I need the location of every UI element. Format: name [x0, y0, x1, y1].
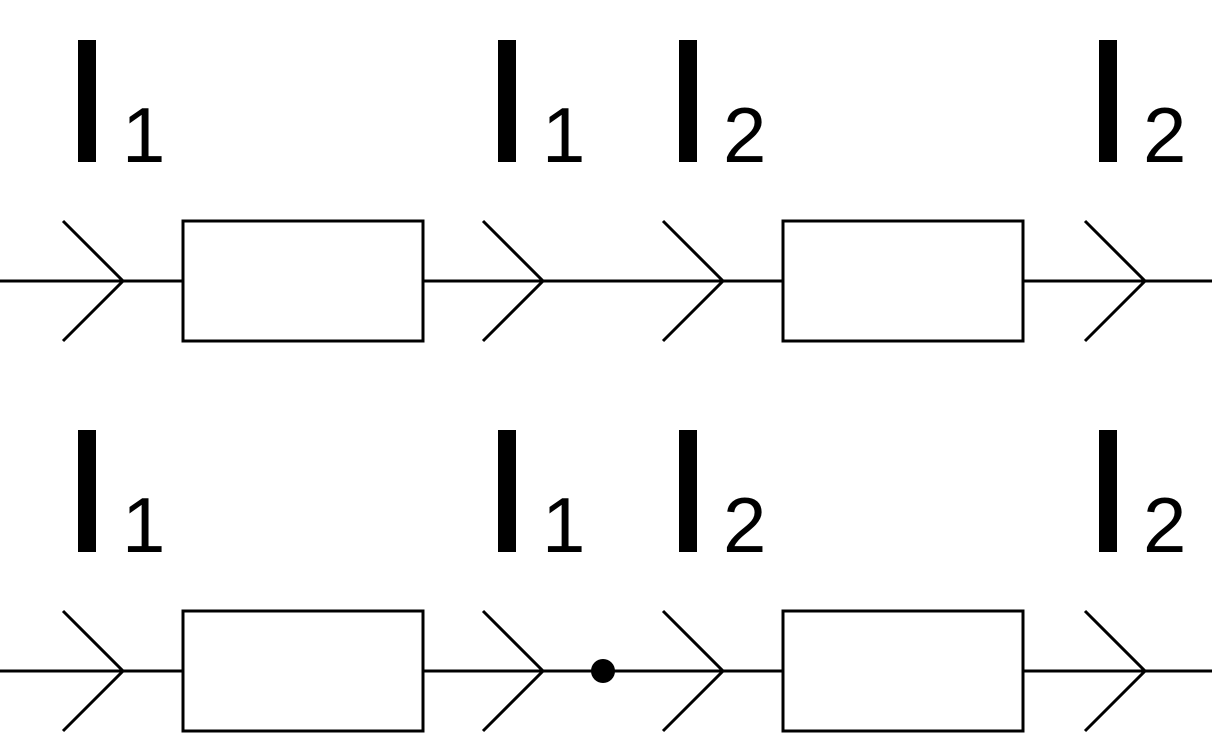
terminal-bar [1099, 430, 1117, 552]
terminal-label-row1-c: 2 [679, 40, 766, 179]
terminal-subscript: 2 [1143, 481, 1186, 569]
current-arrow-icon [61, 219, 126, 343]
two-port-element-1 [181, 219, 425, 343]
current-arrow-icon [481, 219, 546, 343]
terminal-subscript: 1 [542, 481, 585, 569]
junction-dot-icon [591, 659, 615, 683]
current-arrow-icon [661, 609, 726, 733]
terminal-bar [78, 40, 96, 162]
terminal-subscript: 1 [542, 91, 585, 179]
terminal-subscript: 1 [122, 91, 165, 179]
current-arrow-icon [481, 609, 546, 733]
terminal-label-row2-d: 2 [1099, 430, 1186, 569]
terminal-bar [498, 40, 516, 162]
current-arrow-icon [661, 219, 726, 343]
current-arrow-icon [1083, 609, 1148, 733]
terminal-label-row2-b: 1 [498, 430, 585, 569]
two-port-element-1 [181, 609, 425, 733]
current-arrow-icon [61, 609, 126, 733]
terminal-subscript: 2 [1143, 91, 1186, 179]
terminal-bar [498, 430, 516, 552]
diagram-row-1: 1 1 2 2 [0, 40, 1212, 343]
terminal-label-row2-a: 1 [78, 430, 165, 569]
two-port-element-2 [781, 219, 1025, 343]
terminal-subscript: 1 [122, 481, 165, 569]
terminal-bar [1099, 40, 1117, 162]
terminal-subscript: 2 [723, 91, 766, 179]
two-port-element-2 [781, 609, 1025, 733]
terminal-bar [679, 430, 697, 552]
terminal-label-row2-c: 2 [679, 430, 766, 569]
terminal-label-row1-a: 1 [78, 40, 165, 179]
diagram-row-2: 1 1 2 2 [0, 430, 1212, 733]
terminal-label-row1-b: 1 [498, 40, 585, 179]
terminal-subscript: 2 [723, 481, 766, 569]
terminal-bar [679, 40, 697, 162]
terminal-bar [78, 430, 96, 552]
terminal-label-row1-d: 2 [1099, 40, 1186, 179]
current-arrow-icon [1083, 219, 1148, 343]
